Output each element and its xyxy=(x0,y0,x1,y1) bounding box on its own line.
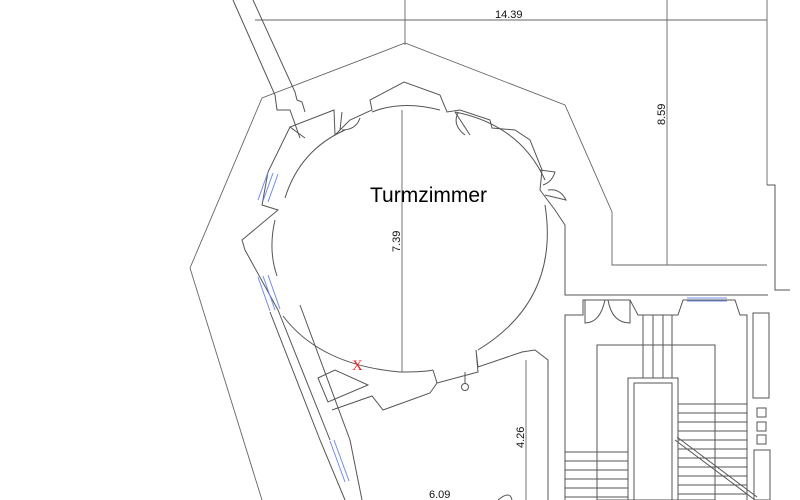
dim-right-height: 8.59 xyxy=(656,104,668,125)
tower-walls xyxy=(241,81,768,500)
corridor-walls xyxy=(232,0,306,139)
window-bottom-left xyxy=(329,439,350,483)
windows xyxy=(257,171,727,483)
window-upper-left xyxy=(257,171,279,203)
window-stair xyxy=(687,297,727,302)
dim-top-width: 14.39 xyxy=(495,9,523,21)
doors xyxy=(339,111,631,324)
staircase xyxy=(564,184,790,500)
room-label: Turmzimmer xyxy=(370,184,487,207)
lower-room-walls xyxy=(317,349,549,500)
dim-tower-diameter: 7.39 xyxy=(391,231,403,252)
marker-x: X xyxy=(352,358,363,374)
dimension-lines xyxy=(189,0,768,500)
window-lower-left xyxy=(257,274,281,312)
dim-lower-room-width: 6.09 xyxy=(429,489,450,500)
dim-lower-room-height: 4.26 xyxy=(515,427,527,448)
